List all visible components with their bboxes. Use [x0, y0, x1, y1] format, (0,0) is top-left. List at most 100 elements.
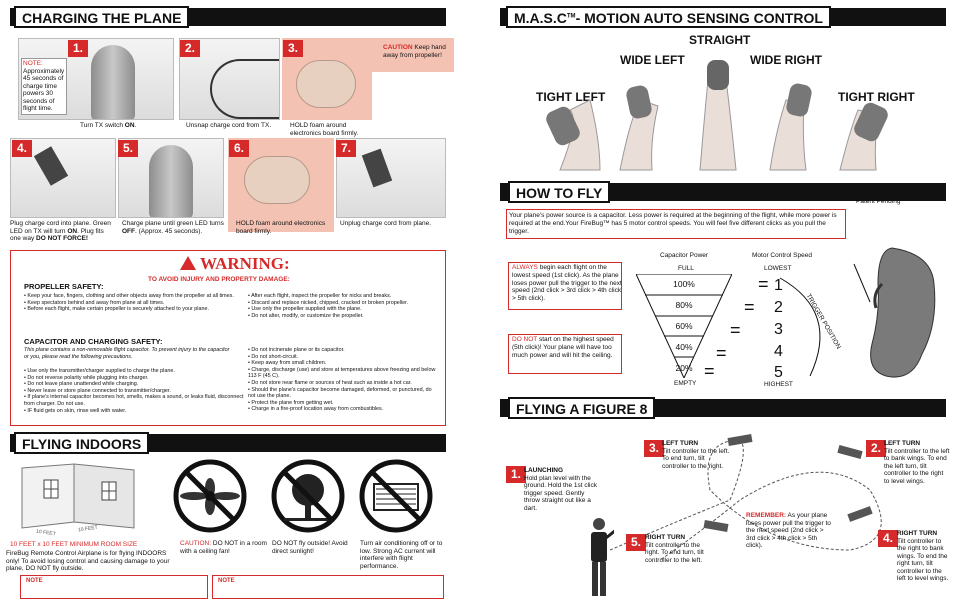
trigger-arc [770, 272, 850, 382]
warning-title: WARNING: [199, 254, 290, 273]
capacitor-item: • Use only the transmitter/charger suppl… [24, 368, 175, 374]
speed-2: 2 [774, 299, 783, 316]
unplug-shape [361, 148, 393, 188]
fig8-step-1-text: Hold plan level with the ground. Hold th… [524, 474, 597, 512]
figure8-svg [609, 433, 882, 561]
howtofly-intro-box [506, 209, 846, 239]
capacitor-intro: This plane contains a non-removable flig… [24, 347, 230, 360]
howtofly-title: HOW TO FLY [508, 181, 611, 203]
patent-text: Patent Pending [856, 198, 901, 205]
step-1-number: 1. [68, 40, 88, 57]
propeller-item: • Keep spectators behind and away from p… [24, 299, 165, 306]
speed-1: 1 [774, 277, 783, 294]
donot-text: DO NOT start on the highest speed (5th c… [512, 336, 614, 359]
no-ceiling-fan-icon [172, 458, 248, 534]
empty-label: EMPTY [674, 380, 697, 387]
note-label: NOTE: [23, 60, 43, 67]
level-40: 40% [675, 342, 693, 352]
howtofly-header-bar [500, 183, 946, 201]
fig8-step-2-text: Tilt controller to the left to bank wing… [884, 447, 950, 485]
hands-svg [546, 60, 888, 171]
donot-box [508, 334, 622, 374]
no-ac-svg [359, 459, 433, 533]
fig8-step-3: LEFT TURN Tilt controller to the left. T… [662, 440, 730, 470]
fig8-step-2: LEFT TURN Tilt controller to the left to… [884, 440, 950, 485]
step-3-number: 3. [283, 40, 303, 57]
fig8-step-5-head: RIGHT TURN [645, 534, 686, 541]
capacitor-item: • Do not reverse polarity while plugging… [24, 374, 149, 381]
propeller-item: • Keep your face, fingers, clothing and … [24, 293, 234, 299]
no-fan-svg [173, 459, 247, 533]
capacitor-heading: CAPACITOR AND CHARGING SAFETY: [24, 337, 163, 346]
charge-cord-shape [210, 59, 279, 119]
fig8-step-3-head: LEFT TURN [662, 440, 699, 447]
fig8-step-2-head: LEFT TURN [884, 440, 921, 447]
indoors-title: FLYING INDOORS [14, 432, 150, 454]
fig8-step-4-number: 4. [878, 530, 898, 547]
propeller-item: • Use only the propeller supplied with t… [248, 306, 362, 313]
capacitor-item: • Do not store near flame or sources of … [248, 379, 412, 386]
label-straight: STRAIGHT [689, 33, 751, 47]
fig8-step-4: RIGHT TURN Tilt controller to the right … [897, 530, 951, 583]
fig8-step-5: RIGHT TURN Tilt controller to the right.… [645, 534, 705, 564]
triangle-svg [635, 273, 733, 380]
room-illustration [14, 462, 174, 540]
fig8-step-1-number: 1. [506, 466, 526, 483]
hand-shape-2 [244, 156, 310, 204]
step-7-caption: Unplug charge cord from plane. [340, 220, 432, 227]
fan-caution: CAUTION: DO NOT in a room with a ceiling… [180, 540, 267, 555]
step-5-number: 5. [118, 140, 138, 157]
controller-svg [853, 247, 936, 378]
indoors-note-1: NOTE [26, 578, 43, 584]
fig8-step-4-head: RIGHT TURN [897, 530, 938, 537]
propeller-item: • Discard and replace nicked, chipped, c… [248, 299, 409, 306]
capacitor-power-label: Capacitor Power [660, 252, 709, 259]
capacitor-item: • Keep away from small children. [248, 360, 327, 367]
fig8-step-1: LAUNCHING Hold plan level with the groun… [524, 467, 600, 512]
capacitor-item: • If plane's internal capacitor becomes … [24, 394, 244, 407]
remember-note: REMEMBER: As your plane loses power pull… [746, 512, 831, 549]
step-1-note: NOTE: Approximately 45 seconds of charge… [21, 58, 67, 115]
transmitter-led-shape [149, 145, 193, 217]
step-6-number: 6. [229, 140, 249, 157]
controller-illustration [852, 244, 948, 384]
fig8-step-5-text: Tilt controller to the right. To end tur… [645, 541, 704, 564]
fig8-step-2-number: 2. [866, 440, 886, 457]
step-2-number: 2. [180, 40, 200, 57]
speed-4: 4 [774, 343, 783, 360]
highest-label: HIGHEST [764, 381, 793, 388]
always-box [508, 262, 622, 310]
howtofly-intro: Your plane's power source is a capacitor… [509, 212, 837, 235]
equals-5: = [704, 361, 715, 381]
capacitor-item: • Should the plane's capacitor become da… [248, 386, 432, 400]
level-80: 80% [675, 300, 693, 310]
capacitor-item: • Never leave or store plane connected t… [24, 387, 171, 394]
ac-text: Turn air conditioning off or to low. Str… [360, 540, 443, 570]
motor-speed-label: Motor Control Speed [752, 252, 812, 259]
pilot-figure [584, 516, 617, 598]
no-air-conditioning-icon [358, 458, 434, 534]
warning-title-row: WARNING: [180, 254, 290, 274]
fig8-step-1-head: LAUNCHING [524, 467, 563, 474]
no-outside-icon [270, 458, 346, 534]
always-text: ALWAYS begin each flight on the lowest s… [512, 264, 622, 303]
warning-triangle-icon [180, 256, 196, 270]
fig8-step-4-text: Tilt controller to the right to bank win… [897, 537, 949, 583]
propeller-item: • Do not alter, modify, or customize the… [248, 312, 364, 319]
plug-shape [33, 146, 69, 186]
capacitor-item: • Do not short-circuit. [248, 353, 299, 360]
step-6-caption: HOLD foam around electronics board firml… [236, 220, 326, 235]
capacitor-item: • Do not incinerate plane or its capacit… [248, 347, 345, 353]
note-text: Approximately 45 seconds of charge time … [23, 67, 65, 113]
figure8-title: FLYING A FIGURE 8 [508, 397, 656, 419]
room-caption: 10 FEET x 10 FEET MINIMUM ROOM SIZE [10, 541, 138, 548]
masc-title: M.A.S.CTM- MOTION AUTO SENSING CONTROL [506, 6, 831, 28]
level-60: 60% [675, 321, 693, 331]
capacitor-item: • Protect the plane from getting wet. [248, 399, 334, 406]
indoors-note-box-1 [20, 575, 208, 599]
transmitter-shape [91, 45, 135, 119]
equals-2: = [744, 297, 755, 317]
step-3-caution: CAUTION Keep hand away from propeller! [383, 44, 446, 59]
capacitor-item: • Charge in a fire-proof location away f… [248, 406, 384, 413]
warning-subtitle: TO AVOID INJURY AND PROPERTY DAMAGE: [148, 276, 290, 283]
